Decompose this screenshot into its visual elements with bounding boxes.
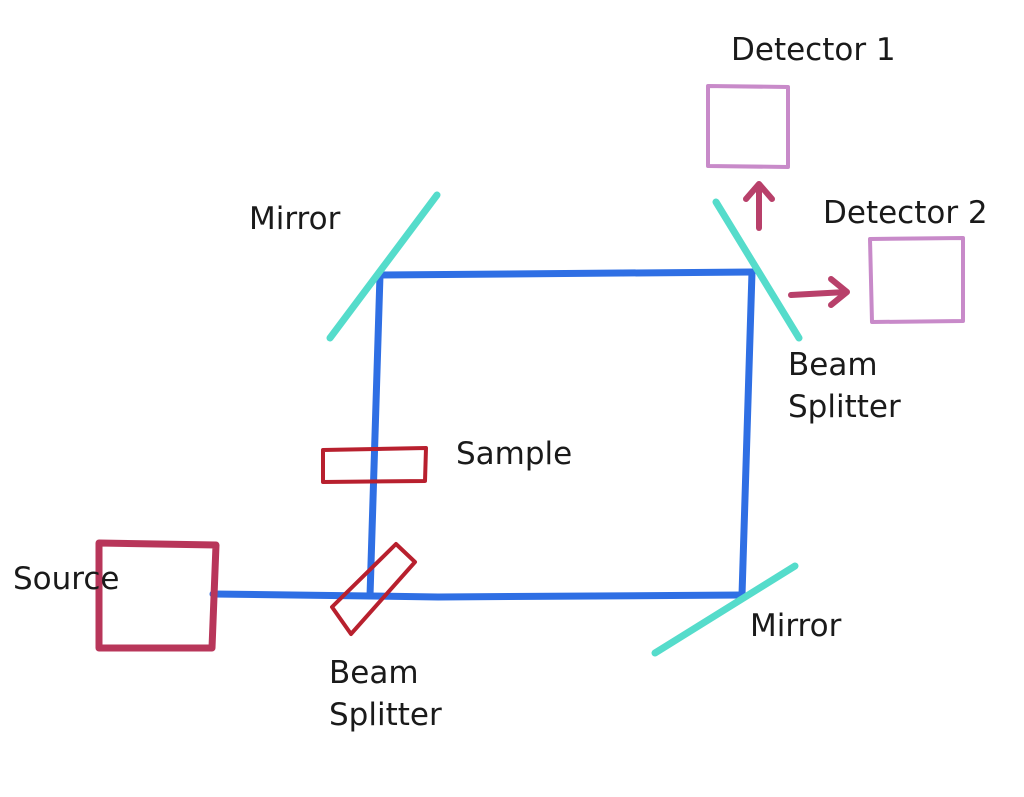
source-box (95, 539, 220, 652)
mirror-bottom-label: Mirror (750, 608, 842, 644)
source-label: Source (13, 561, 120, 597)
beam-paths (209, 268, 756, 601)
beam-splitter-bottom (330, 542, 417, 636)
detector-2-box (868, 236, 965, 324)
beam-splitter-bottom-label-line2: Splitter (329, 697, 442, 733)
arrow-to-detector-2 (788, 276, 850, 308)
beam-left-arm (366, 271, 384, 600)
detector-1-label: Detector 1 (731, 32, 896, 68)
sample-box (321, 446, 428, 484)
detector-2-label: Detector 2 (823, 195, 988, 231)
mirror-top-label: Mirror (249, 201, 341, 237)
beam-splitter-top-label-line2: Splitter (788, 389, 901, 425)
beam-splitter-bottom-label: Beam Splitter (329, 652, 442, 736)
detector-1-box (706, 84, 790, 169)
beam-splitter-bottom-label-line1: Beam (329, 655, 419, 691)
sample-label: Sample (456, 436, 573, 472)
beam-bottom-arm (366, 591, 746, 601)
arrow-to-detector-1 (743, 181, 775, 231)
mirror-top-left (326, 191, 441, 342)
beam-top-arm (376, 268, 756, 279)
beam-right-arm (738, 268, 756, 599)
beam-splitter-top-label: Beam Splitter (788, 344, 901, 428)
beam-splitter-top-label-line1: Beam (788, 347, 878, 383)
mirror-bottom-right (651, 562, 799, 657)
beam-splitter-top-right (712, 198, 803, 342)
